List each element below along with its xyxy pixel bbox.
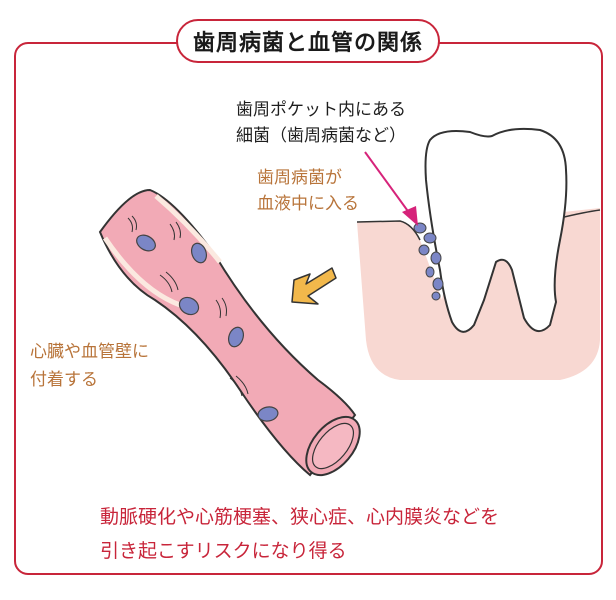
pocket-bacteria bbox=[413, 222, 444, 301]
enter-blood-label-line1: 歯周病菌が bbox=[257, 168, 342, 188]
flow-lines bbox=[127, 215, 249, 397]
risk-label-line2: 引き起こすリスクになり得る bbox=[100, 540, 347, 562]
bacteria-pocket-label-line1: 歯周ポケット内にある bbox=[236, 100, 406, 120]
risk-label-line1: 動脈硬化や心筋梗塞、狭心症、心内膜炎などを bbox=[100, 506, 500, 528]
enter-blood-label-line2: 血液中に入る bbox=[257, 194, 359, 214]
bacteria-pocket-label-line2: 細菌（歯周病菌など） bbox=[236, 126, 406, 146]
vessel-bacteria bbox=[136, 234, 279, 422]
pointer-arrow bbox=[364, 151, 418, 226]
blood-vessel-illustration bbox=[98, 188, 361, 477]
attach-label-line2: 付着する bbox=[30, 370, 98, 390]
flow-arrow bbox=[291, 267, 337, 305]
diagram-title: 歯周病菌と血管の関係 bbox=[176, 19, 440, 63]
attach-label-line1: 心臓や血管壁に bbox=[30, 342, 149, 362]
tooth-illustration bbox=[424, 127, 568, 333]
